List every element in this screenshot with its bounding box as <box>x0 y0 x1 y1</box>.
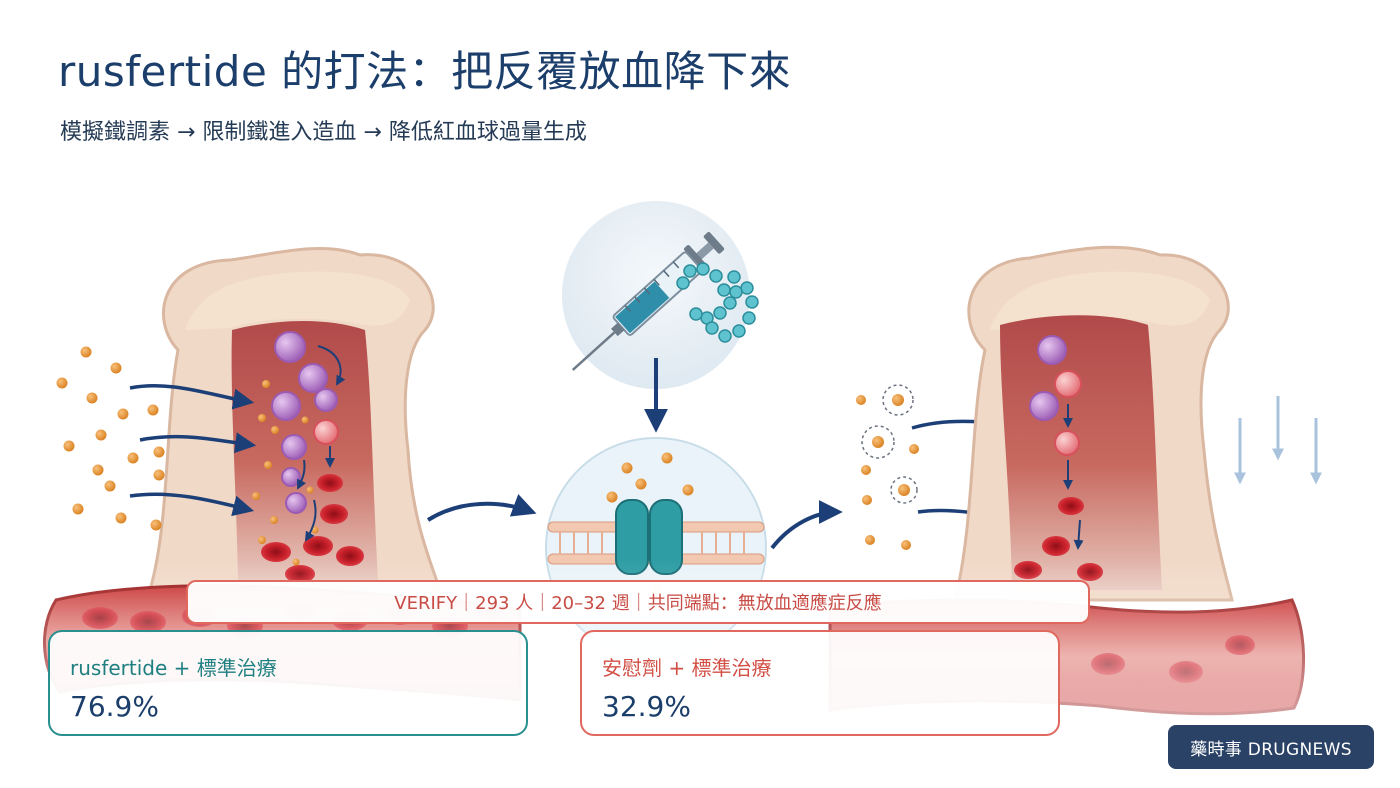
iron-flow-arrows-left <box>129 384 257 517</box>
right-bone-marrow-illustration <box>953 245 1234 602</box>
placebo-label: 安慰劑 + 標準治療 <box>602 656 772 680</box>
peptide-chain-icon <box>676 262 759 343</box>
placebo-value: 32.9% <box>602 690 691 723</box>
treatment-value: 76.9% <box>70 690 159 723</box>
down-arrows-icon <box>1234 396 1322 485</box>
page-subtitle: 模擬鐵調素 → 限制鐵進入造血 → 降低紅血球過量生成 <box>60 120 587 145</box>
page-title: rusfertide 的打法：把反覆放血降下來 <box>58 47 792 96</box>
trial-banner: VERIFY｜293 人｜20–32 週｜共同端點：無放血適應症反應 <box>186 580 1090 624</box>
treatment-result-card: rusfertide + 標準治療 76.9% <box>48 630 528 736</box>
brand-badge: 藥時事 DRUGNEWS <box>1168 725 1374 769</box>
flow-arrow-1 <box>426 494 537 522</box>
left-bone-marrow-illustration <box>148 247 443 592</box>
header-panel <box>32 28 1368 180</box>
treatment-label: rusfertide + 標準治療 <box>70 656 277 680</box>
flow-arrow-2 <box>770 500 843 550</box>
iron-particles-right <box>856 384 919 550</box>
placebo-result-card: 安慰劑 + 標準治療 32.9% <box>580 630 1060 736</box>
syringe-icon <box>562 201 750 389</box>
iron-particles-left <box>56 346 165 531</box>
